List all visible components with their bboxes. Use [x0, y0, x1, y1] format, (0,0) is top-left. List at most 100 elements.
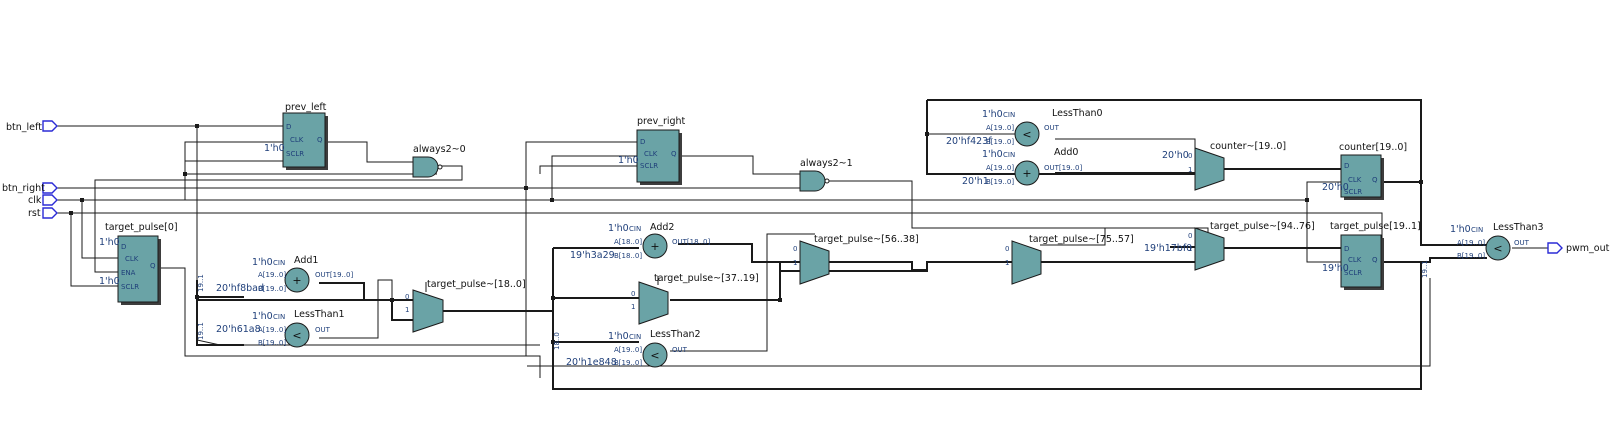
op-symbol: < — [292, 329, 301, 342]
pin-clk: CLK — [644, 150, 658, 158]
pin-out: OUT[18..0] — [672, 238, 710, 246]
mux-pin-0: 0 — [1188, 232, 1192, 240]
port-label-rst: rst — [28, 208, 41, 219]
port-rst[interactable]: rst — [28, 207, 58, 219]
pin-cin: CIN — [1471, 226, 1483, 234]
pin-b: B[19..0] — [986, 178, 1014, 186]
pin-out: OUT — [1044, 124, 1060, 132]
pin-clk: CLK — [1348, 176, 1362, 184]
mux-const: 20'h0 — [1162, 150, 1189, 161]
mux-const: 19'h17bf0 — [1144, 243, 1192, 254]
comparator-less-than0[interactable]: < LessThan0 1'h0 CIN A[19..0] 20'hf423f … — [946, 108, 1103, 147]
pin-cin: CIN — [629, 225, 641, 233]
mux-target-pulse-94-76[interactable]: target_pulse~[94..76] 0 1 19'h17bf0 — [1144, 221, 1315, 271]
adder-name: Add0 — [1054, 147, 1078, 158]
pin-b: B[19..0] — [986, 138, 1014, 146]
cin-const: 1'h0 — [608, 331, 629, 342]
pin-cin: CIN — [629, 333, 641, 341]
b-const: 20'hf423f — [946, 136, 992, 147]
pin-b: B[19..0] — [258, 285, 286, 293]
cin-const: 1'h0 — [982, 109, 1003, 120]
and-gate-always2-0[interactable]: always2~0 — [412, 144, 466, 178]
mux-pin-1: 1 — [405, 306, 409, 314]
mux-counter[interactable]: counter~[19..0] 0 1 20'h0 — [1162, 141, 1286, 191]
pin-sclr: SCLR — [1344, 269, 1362, 277]
pin-d: D — [121, 243, 126, 251]
mux-pin-1: 1 — [1188, 245, 1192, 253]
port-label-btn-left: btn_left — [6, 122, 42, 133]
mux-pin-0: 0 — [405, 293, 409, 301]
register-target-pulse-0[interactable]: target_pulse[0] D CLK ENA SCLR Q 1'h0 1'… — [99, 222, 178, 305]
mux-name: target_pulse~[56..38] — [814, 234, 919, 245]
mux-name: target_pulse~[94..76] — [1210, 221, 1315, 232]
register-target-pulse-19-1[interactable]: target_pulse[19..1] D CLK SCLR Q 19'h0 — [1322, 221, 1421, 290]
mux-pin-0: 0 — [631, 290, 635, 298]
nets — [57, 99, 1548, 390]
mux-pin-0: 0 — [1188, 152, 1192, 160]
comparator-less-than2[interactable]: < LessThan2 1'h0 CIN A[19..0] 20'h1e848 … — [566, 329, 701, 368]
adder-add2[interactable]: + Add2 1'h0 CIN A[18..0] 19'h3a29 B[18..… — [570, 222, 710, 261]
mux-name: target_pulse~[75..57] — [1029, 234, 1134, 245]
bus-tag: 18..0 — [553, 332, 561, 350]
pin-out: OUT — [315, 326, 331, 334]
comparator-less-than1[interactable]: < LessThan1 1'h0 CIN 20'h61a8 A[19..0] B… — [216, 309, 345, 348]
bus-tag: 19..1 — [197, 322, 205, 340]
gate-name: always2~1 — [800, 158, 853, 169]
mux-pin-0: 0 — [793, 245, 797, 253]
pin-d: D — [1344, 162, 1349, 170]
comparator-name: LessThan0 — [1052, 108, 1103, 119]
mux-pin-1: 1 — [631, 303, 635, 311]
pin-out: OUT — [672, 346, 688, 354]
port-pwm-out[interactable]: pwm_out — [1547, 242, 1610, 254]
port-btn-left[interactable]: btn_left — [6, 120, 58, 133]
cin-const: 1'h0 — [252, 257, 273, 268]
adder-add1[interactable]: + Add1 1'h0 CIN A[19..0] 20'hf8bad B[19.… — [216, 255, 353, 294]
pin-cin: CIN — [1003, 151, 1015, 159]
mux-target-pulse-75-57[interactable]: target_pulse~[75..57] 0 1 — [1005, 234, 1134, 285]
register-name: target_pulse[0] — [105, 222, 178, 233]
comparator-name: LessThan2 — [650, 329, 701, 340]
adder-add0[interactable]: + Add0 1'h0 CIN A[19..0] 20'h1 B[19..0] … — [962, 147, 1082, 187]
comparator-less-than3[interactable]: < LessThan3 1'h0 CIN A[19..0] B[19..0] O… — [1450, 222, 1544, 261]
mux-name: counter~[19..0] — [1210, 141, 1286, 152]
cin-const: 1'h0 — [982, 149, 1003, 160]
mux-name: target_pulse~[37..19] — [654, 273, 759, 284]
port-label-pwm-out: pwm_out — [1566, 243, 1610, 254]
mux-target-pulse-18-0[interactable]: target_pulse~[18..0] 0 1 — [405, 279, 526, 333]
adder-name: Add2 — [650, 222, 674, 233]
pin-q: Q — [1372, 176, 1378, 184]
mux-pin-1: 1 — [793, 259, 797, 267]
register-name: target_pulse[19..1] — [1330, 221, 1421, 232]
pin-out: OUT[19..0] — [315, 271, 353, 279]
register-name: prev_left — [285, 102, 327, 113]
register-init-sclr: 1'h0 — [99, 276, 120, 287]
mux-name: target_pulse~[18..0] — [427, 279, 526, 290]
pin-a: A[19..0] — [258, 271, 286, 279]
register-prev-left[interactable]: prev_left D CLK SCLR Q 1'h0 — [264, 102, 328, 170]
port-btn-right[interactable]: btn_right — [2, 182, 58, 194]
bus-tags: 19..1 19..1 18..0 19..1 — [197, 260, 1429, 350]
register-init: 1'h0 — [264, 143, 285, 154]
pin-out: OUT — [1514, 239, 1530, 247]
pin-cin: CIN — [1003, 111, 1015, 119]
port-label-clk: clk — [28, 195, 42, 206]
register-init: 1'h0 — [618, 155, 639, 166]
pin-a: A[19..0] — [986, 164, 1014, 172]
pin-a: A[18..0] — [614, 238, 642, 246]
b-const: 20'hf8bad — [216, 283, 264, 294]
b-const: 19'h3a29 — [570, 250, 615, 261]
pin-cin: CIN — [273, 313, 285, 321]
mux-target-pulse-56-38[interactable]: target_pulse~[56..38] 0 1 — [793, 234, 919, 285]
mux-target-pulse-37-19[interactable]: target_pulse~[37..19] 0 1 — [631, 273, 759, 325]
pin-sclr: SCLR — [286, 150, 304, 158]
pin-q: Q — [671, 150, 677, 158]
cin-const: 1'h0 — [608, 223, 629, 234]
pin-clk: CLK — [1348, 256, 1362, 264]
register-prev-right[interactable]: prev_right D CLK SCLR Q 1'h0 — [618, 116, 686, 185]
port-clk[interactable]: clk — [28, 194, 58, 206]
and-gate-always2-1[interactable]: always2~1 — [799, 158, 853, 192]
pin-q: Q — [1372, 256, 1378, 264]
register-counter[interactable]: counter[19..0] D CLK SCLR Q 20'h0 — [1322, 142, 1407, 200]
gate-name: always2~0 — [413, 144, 466, 155]
